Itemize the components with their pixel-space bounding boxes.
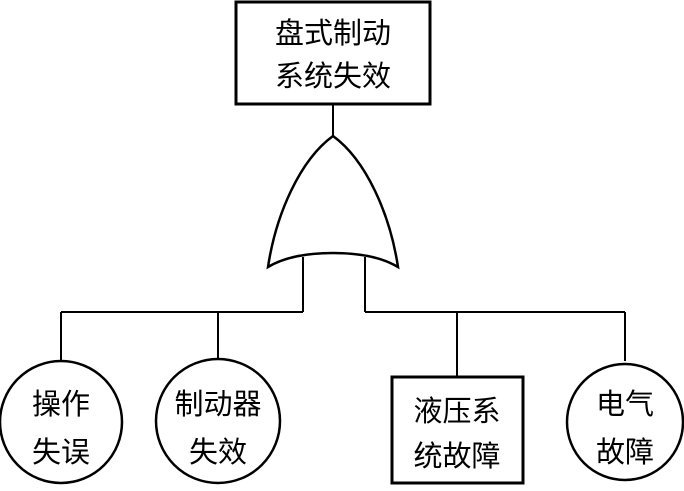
basic-event-4-circle bbox=[565, 362, 684, 482]
basic-event-3-box bbox=[390, 375, 525, 485]
basic-event-3-line2: 统故障 bbox=[413, 439, 500, 473]
or-gate bbox=[266, 134, 400, 270]
basic-event-1-circle bbox=[0, 359, 124, 485]
basic-event-2-circle bbox=[154, 357, 282, 485]
basic-event-2: 制动器 失效 bbox=[154, 357, 282, 485]
basic-event-3-line1: 液压系 bbox=[413, 394, 500, 428]
top-event-line1: 盘式制动 bbox=[275, 16, 391, 50]
basic-event-2-line1: 制动器 bbox=[174, 387, 261, 421]
basic-event-4-line2: 故障 bbox=[596, 435, 654, 469]
top-event-box bbox=[234, 0, 432, 106]
basic-event-2-line2: 失效 bbox=[189, 435, 247, 469]
basic-event-4-line1: 电气 bbox=[596, 387, 654, 421]
top-event-line2: 系统失效 bbox=[275, 59, 391, 93]
basic-event-1: 操作 失误 bbox=[0, 359, 124, 485]
basic-event-4: 电气 故障 bbox=[565, 362, 684, 482]
basic-event-3: 液压系 统故障 bbox=[390, 375, 525, 485]
top-event: 盘式制动 系统失效 bbox=[234, 0, 432, 106]
basic-event-1-line1: 操作 bbox=[32, 387, 90, 421]
basic-event-1-line2: 失误 bbox=[32, 435, 90, 469]
